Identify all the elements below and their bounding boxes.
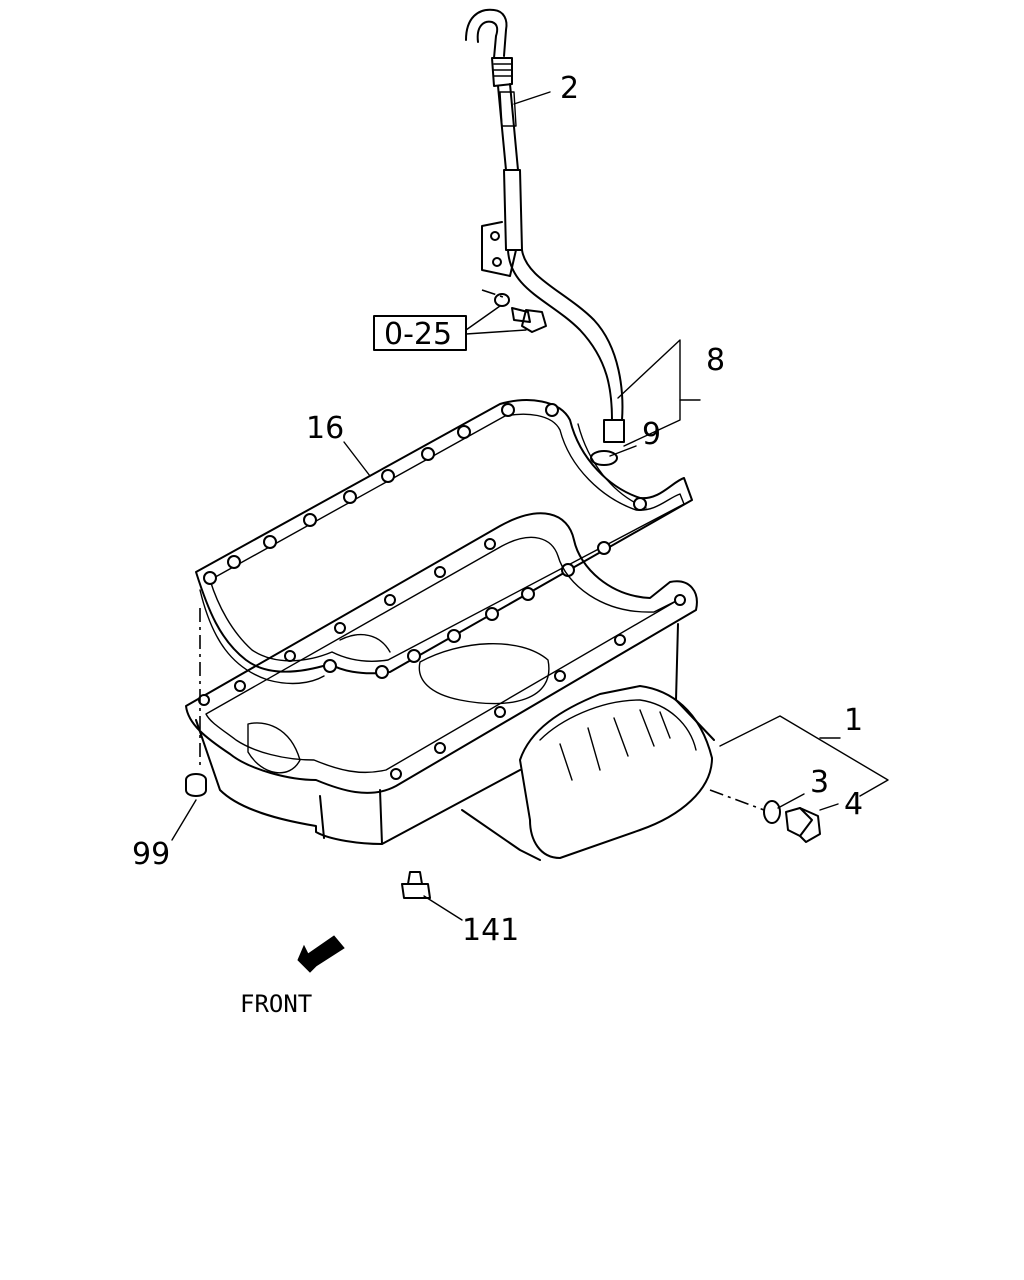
oil-pan — [185, 512, 715, 861]
oil-pan-gasket — [195, 399, 693, 685]
reference-box-label: 0-25 — [384, 317, 452, 352]
stud-bolt — [401, 871, 431, 899]
callout-141: 141 — [462, 913, 519, 948]
stud-nut — [185, 608, 207, 797]
guide-tube-bolt — [481, 289, 547, 333]
reference-box[interactable]: 0-25 — [373, 315, 467, 352]
callout-2: 2 — [560, 71, 579, 106]
oil-level-gauge-guide-tube — [481, 169, 625, 443]
callout-8: 8 — [706, 343, 725, 378]
callout-1: 1 — [844, 703, 863, 738]
callout-3: 3 — [810, 765, 829, 800]
callout-4: 4 — [844, 787, 863, 822]
front-direction-indicator: FRONT — [240, 935, 345, 1018]
oil-level-gauge-dipstick — [465, 8, 519, 171]
callout-9: 9 — [642, 417, 661, 452]
leader-lines — [171, 91, 889, 921]
callout-16: 16 — [306, 411, 344, 446]
front-arrow-icon — [297, 935, 345, 973]
drain-plug-and-washer — [709, 789, 821, 843]
front-label: FRONT — [240, 990, 312, 1018]
callout-99: 99 — [132, 837, 170, 872]
